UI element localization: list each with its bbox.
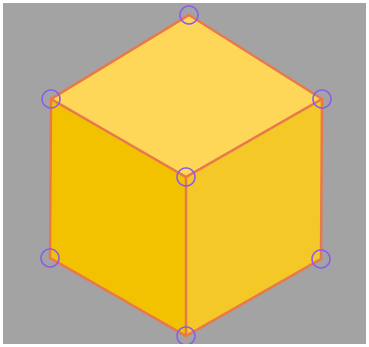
edge-upperright-lowerright	[321, 99, 322, 259]
edge-upperleft-lowerleft	[50, 99, 51, 258]
isometric-cube-drawing	[3, 3, 366, 344]
cube-canvas	[3, 3, 366, 344]
